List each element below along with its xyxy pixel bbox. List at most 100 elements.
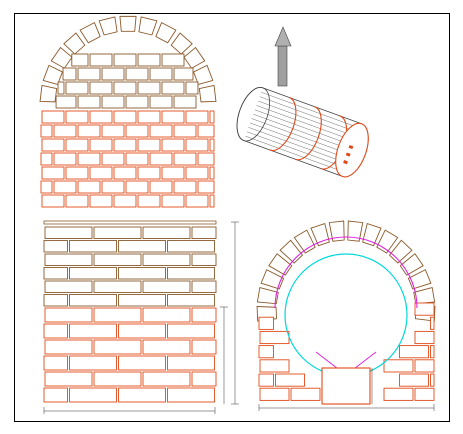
facade-wall-brick bbox=[149, 124, 173, 138]
side-lower-brick bbox=[44, 307, 93, 323]
facade-arch-brick bbox=[161, 81, 185, 95]
facade-wall-brick bbox=[197, 180, 215, 194]
side-lower-brick bbox=[142, 371, 191, 387]
drum-slat-line bbox=[254, 109, 354, 146]
drum-slat-line bbox=[250, 122, 349, 160]
facade-wall-brick bbox=[89, 110, 113, 124]
facade-wall-brick bbox=[41, 166, 65, 180]
facade-arch-voussoir bbox=[39, 84, 58, 103]
side-elevation bbox=[43, 220, 217, 403]
side-upper-brick bbox=[142, 253, 191, 266]
drum-slat-line bbox=[246, 131, 346, 168]
facade-arch-voussoir bbox=[79, 22, 101, 44]
facade-wall-brick bbox=[173, 180, 197, 194]
facade-wall-brick bbox=[53, 152, 77, 166]
facade-arch-brick bbox=[77, 95, 101, 109]
front-wall-brick bbox=[258, 345, 274, 359]
drum-back-rim bbox=[236, 87, 270, 142]
front-arch-voussoir bbox=[256, 287, 279, 305]
side-upper-brick bbox=[93, 253, 142, 266]
side-upper-brick bbox=[191, 280, 217, 293]
side-upper-brick bbox=[118, 294, 166, 307]
facade-wall-brick bbox=[149, 152, 173, 166]
facade-arch-brick bbox=[57, 81, 65, 95]
chimney-cap bbox=[274, 26, 292, 47]
facade-wall-brick bbox=[185, 166, 209, 180]
side-upper-brick bbox=[142, 226, 191, 239]
side-upper-brick bbox=[69, 267, 117, 280]
facade-arch-brick bbox=[125, 67, 149, 81]
side-lower-brick bbox=[44, 371, 93, 387]
drum-slat-line bbox=[261, 92, 361, 129]
facade-wall-brick bbox=[137, 110, 161, 124]
facade-wall-brick bbox=[173, 124, 197, 138]
front-wall-brick bbox=[414, 359, 435, 373]
front-arch-voussoir bbox=[407, 269, 432, 290]
side-lower-brick bbox=[167, 387, 215, 403]
front-wall-brick bbox=[430, 373, 435, 387]
facade-wall-brick bbox=[125, 124, 149, 138]
side-upper-brick bbox=[93, 280, 142, 293]
facade-arch-brick bbox=[77, 67, 101, 81]
drum-body bbox=[236, 87, 369, 178]
brick-arch-facade bbox=[39, 15, 217, 208]
drum-slat-line bbox=[248, 127, 348, 164]
door-hinge-3 bbox=[343, 160, 348, 165]
side-upper-brick bbox=[167, 294, 215, 307]
drum-band-1 bbox=[269, 96, 297, 152]
facade-arch-brick bbox=[185, 81, 199, 95]
side-upper-brick bbox=[44, 253, 93, 266]
facade-arch-brick bbox=[89, 81, 113, 95]
facade-wall-brick bbox=[41, 138, 65, 152]
side-lower-brick bbox=[43, 355, 68, 371]
drum-slat-line bbox=[258, 100, 357, 138]
side-upper-brick bbox=[118, 267, 166, 280]
front-dimensions bbox=[258, 404, 435, 411]
facade-wall-brick bbox=[161, 110, 185, 124]
oven-opening-ring bbox=[284, 253, 408, 377]
facade-wall-brick bbox=[173, 152, 197, 166]
side-lower-brick bbox=[142, 339, 191, 355]
facade-wall-brick bbox=[125, 180, 149, 194]
facade-wall-brick bbox=[89, 166, 113, 180]
side-upper-brick bbox=[118, 240, 166, 253]
side-lower-brick bbox=[118, 323, 166, 339]
facade-wall-brick bbox=[65, 110, 89, 124]
facade-wall-brick bbox=[137, 138, 161, 152]
facade-wall-brick bbox=[89, 138, 113, 152]
drum-slat-line bbox=[251, 118, 351, 155]
side-lower-brick bbox=[93, 339, 142, 355]
facade-wall-brick bbox=[89, 194, 113, 208]
side-lower-brick bbox=[167, 323, 215, 339]
side-lower-brick bbox=[43, 387, 68, 403]
side-upper-brick bbox=[44, 280, 93, 293]
facade-wall-brick bbox=[113, 110, 137, 124]
facade-arch-voussoir bbox=[198, 84, 217, 103]
facade-arch-voussoir bbox=[119, 15, 137, 32]
drum-slat-line bbox=[245, 135, 345, 173]
facade-wall-brick bbox=[113, 194, 137, 208]
front-elevation bbox=[256, 220, 436, 405]
facade-wall-brick bbox=[161, 194, 185, 208]
facade-wall-brick bbox=[209, 110, 215, 124]
drum-slats bbox=[245, 92, 361, 173]
facade-wall-brick bbox=[65, 138, 89, 152]
facade-arch-brick bbox=[125, 95, 149, 109]
facade-wall-brick bbox=[53, 180, 77, 194]
facade-wall-brick bbox=[41, 110, 65, 124]
front-wall-brick bbox=[414, 387, 435, 401]
facade-wall-brick bbox=[65, 166, 89, 180]
facade-arch-brick bbox=[113, 53, 137, 67]
chimney-pipe bbox=[277, 45, 288, 87]
side-lower-brick bbox=[191, 307, 217, 323]
facade-wall-brick bbox=[113, 166, 137, 180]
facade-arch-voussoir bbox=[138, 16, 158, 36]
side-upper-brick bbox=[43, 240, 68, 253]
facade-wall-brick bbox=[40, 152, 53, 166]
facade-wall-brick bbox=[161, 138, 185, 152]
facade-arch-brick bbox=[89, 53, 113, 67]
side-upper-brick bbox=[44, 226, 93, 239]
facade-arch-voussoir bbox=[50, 46, 73, 69]
front-arch-voussoir bbox=[376, 229, 399, 254]
